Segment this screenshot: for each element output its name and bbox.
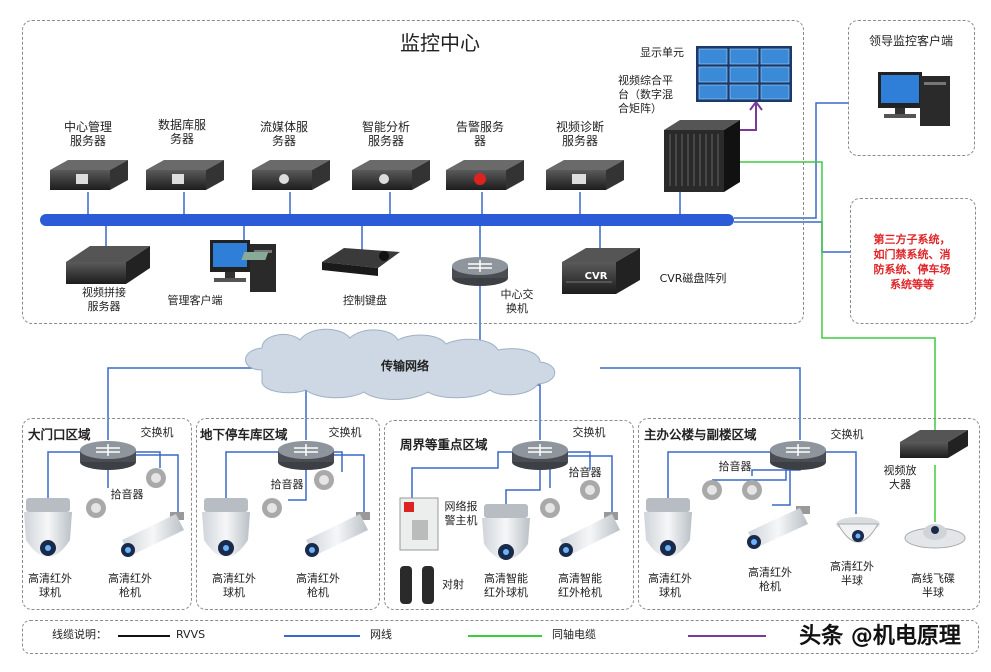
pickup-icon xyxy=(146,468,166,488)
server-icon xyxy=(446,160,524,190)
monitoring-center-title: 监控中心 xyxy=(400,31,480,55)
zone-office xyxy=(638,418,980,610)
splice-server-label: 视频拼接 服务器 xyxy=(82,286,126,313)
legend-item-rvvs: RVVS xyxy=(176,628,206,641)
server-label-streaming: 流媒体服 务器 xyxy=(259,120,308,148)
leader-client-region xyxy=(848,20,975,156)
zone-gate-cam1-label: 高清红外 球机 xyxy=(28,572,72,599)
watermark: 头条 @机电原理 xyxy=(799,624,961,649)
video-platform-label: 视频综合平 台（数字混 合矩阵） xyxy=(618,74,673,115)
zone-office-cam3-label: 高清红外 半球 xyxy=(830,560,874,587)
zone-garage-cam1-label: 高清红外 球机 xyxy=(212,572,256,599)
server-icon xyxy=(352,160,430,190)
dome-camera-icon xyxy=(202,498,250,557)
zone-perimeter-title: 周界等重点区域 xyxy=(400,437,488,452)
cvr-array-label: CVR磁盘阵列 xyxy=(659,272,727,285)
zone-gate-pickup-label: 拾音器 xyxy=(110,488,144,501)
leader-pc-icon xyxy=(878,72,950,126)
zone-perimeter-cam2-label: 高清智能 红外枪机 xyxy=(558,572,602,599)
control-keyboard-label: 控制键盘 xyxy=(343,294,387,307)
pickup-icon xyxy=(580,480,600,500)
pickup-icon xyxy=(262,498,282,518)
server-label-diagnosis: 视频诊断 服务器 xyxy=(555,120,604,148)
monitoring-center-region xyxy=(22,20,804,324)
legend-box xyxy=(22,620,979,654)
cloud-icon xyxy=(245,328,556,400)
center-switch-label: 中心交 换机 xyxy=(500,288,534,315)
fisheye-camera-icon xyxy=(904,524,966,549)
pickup-icon xyxy=(86,498,106,518)
bullet-camera-icon xyxy=(747,506,810,549)
cvr-array-icon xyxy=(562,248,640,294)
dome-camera-icon xyxy=(24,498,72,557)
zone-office-title: 主办公楼与副楼区域 xyxy=(644,427,757,442)
zone-perimeter-cam1-label: 高清智能 红外球机 xyxy=(484,572,528,599)
coax-links xyxy=(730,161,936,522)
zone-office-pickup-label: 拾音器 xyxy=(718,460,752,473)
center-switch-icon xyxy=(452,257,508,286)
server-label-center-mgmt: 中心管理 服务器 xyxy=(63,120,112,148)
dome-camera-icon xyxy=(482,504,530,560)
zone-garage-switch-label: 交换机 xyxy=(328,426,362,439)
alarm-host-icon xyxy=(399,497,439,551)
keyboard-icon xyxy=(241,248,400,276)
pickup-icon xyxy=(314,470,334,490)
backbone-bus xyxy=(40,214,734,226)
zone-switch-icon xyxy=(278,441,334,470)
pickup-icon xyxy=(742,480,762,500)
zone-perimeter-beam-label: 对射 xyxy=(442,578,464,591)
zone-office-cam1-label: 高清红外 球机 xyxy=(648,572,692,599)
zone-perimeter-switch-label: 交换机 xyxy=(572,426,606,439)
server-label-analytics: 智能分析 服务器 xyxy=(361,120,410,148)
server-label-database: 数据库服 务器 xyxy=(157,118,206,146)
dome-camera-icon xyxy=(644,498,692,557)
zone-office-fisheye-label: 高线飞碟 半球 xyxy=(911,572,955,599)
half-dome-camera-icon xyxy=(836,517,880,543)
server-icon xyxy=(50,160,128,190)
zone-perimeter-alarm-label: 网络报 警主机 xyxy=(444,500,478,527)
server-icon xyxy=(252,160,330,190)
legend-item-coax: 同轴电缆 xyxy=(552,628,596,641)
zone-garage-pickup-label: 拾音器 xyxy=(270,478,304,491)
zone-office-cam2-label: 高清红外 枪机 xyxy=(748,566,792,593)
bullet-camera-icon xyxy=(305,512,370,557)
matrix-chassis-icon xyxy=(664,120,740,192)
cvr-badge: CVR xyxy=(584,271,608,282)
third-party-region xyxy=(850,198,976,324)
third-party-label: 第三方子系统， 如门禁系统、消 防系统、停车场 系统等等 xyxy=(873,233,951,291)
zone-switch-icon xyxy=(80,441,136,470)
beam-detector-icon xyxy=(400,566,434,604)
leader-client-title: 领导监控客户端 xyxy=(868,34,953,48)
display-unit-label: 显示单元 xyxy=(640,46,684,59)
bullet-camera-icon xyxy=(121,512,184,557)
pickup-icon xyxy=(540,498,560,518)
zone-garage-title: 地下停车库区域 xyxy=(200,427,288,442)
legend-label: 线缆说明： xyxy=(52,628,107,641)
network-label: 传输网络 xyxy=(380,359,429,373)
zone-garage xyxy=(196,418,380,610)
bullet-camera-icon xyxy=(559,512,620,557)
zone-office-switch-label: 交换机 xyxy=(830,428,864,441)
server-icon xyxy=(146,160,224,190)
zone-gate xyxy=(22,418,192,610)
splice-server-icon xyxy=(66,246,150,284)
zone-perimeter-pickup-label: 拾音器 xyxy=(568,466,602,479)
pickup-icon xyxy=(702,480,722,500)
zone-perimeter xyxy=(384,420,634,610)
zone-switch-icon xyxy=(512,441,568,470)
zone-switch-icon xyxy=(770,441,826,470)
legend-item-network: 网线 xyxy=(370,628,392,641)
mgmt-client-label: 管理客户端 xyxy=(167,294,223,307)
video-wall-icon xyxy=(696,46,792,102)
zone-office-amplifier-label: 视频放 大器 xyxy=(883,464,917,491)
zone-gate-cam2-label: 高清红外 枪机 xyxy=(108,572,152,599)
video-amplifier-icon xyxy=(900,430,968,458)
zone-gate-switch-label: 交换机 xyxy=(140,426,174,439)
server-label-alarm: 告警服务 器 xyxy=(455,120,504,148)
server-icon xyxy=(546,160,624,190)
zone-garage-cam2-label: 高清红外 枪机 xyxy=(296,572,340,599)
zone-gate-title: 大门口区域 xyxy=(28,427,91,442)
